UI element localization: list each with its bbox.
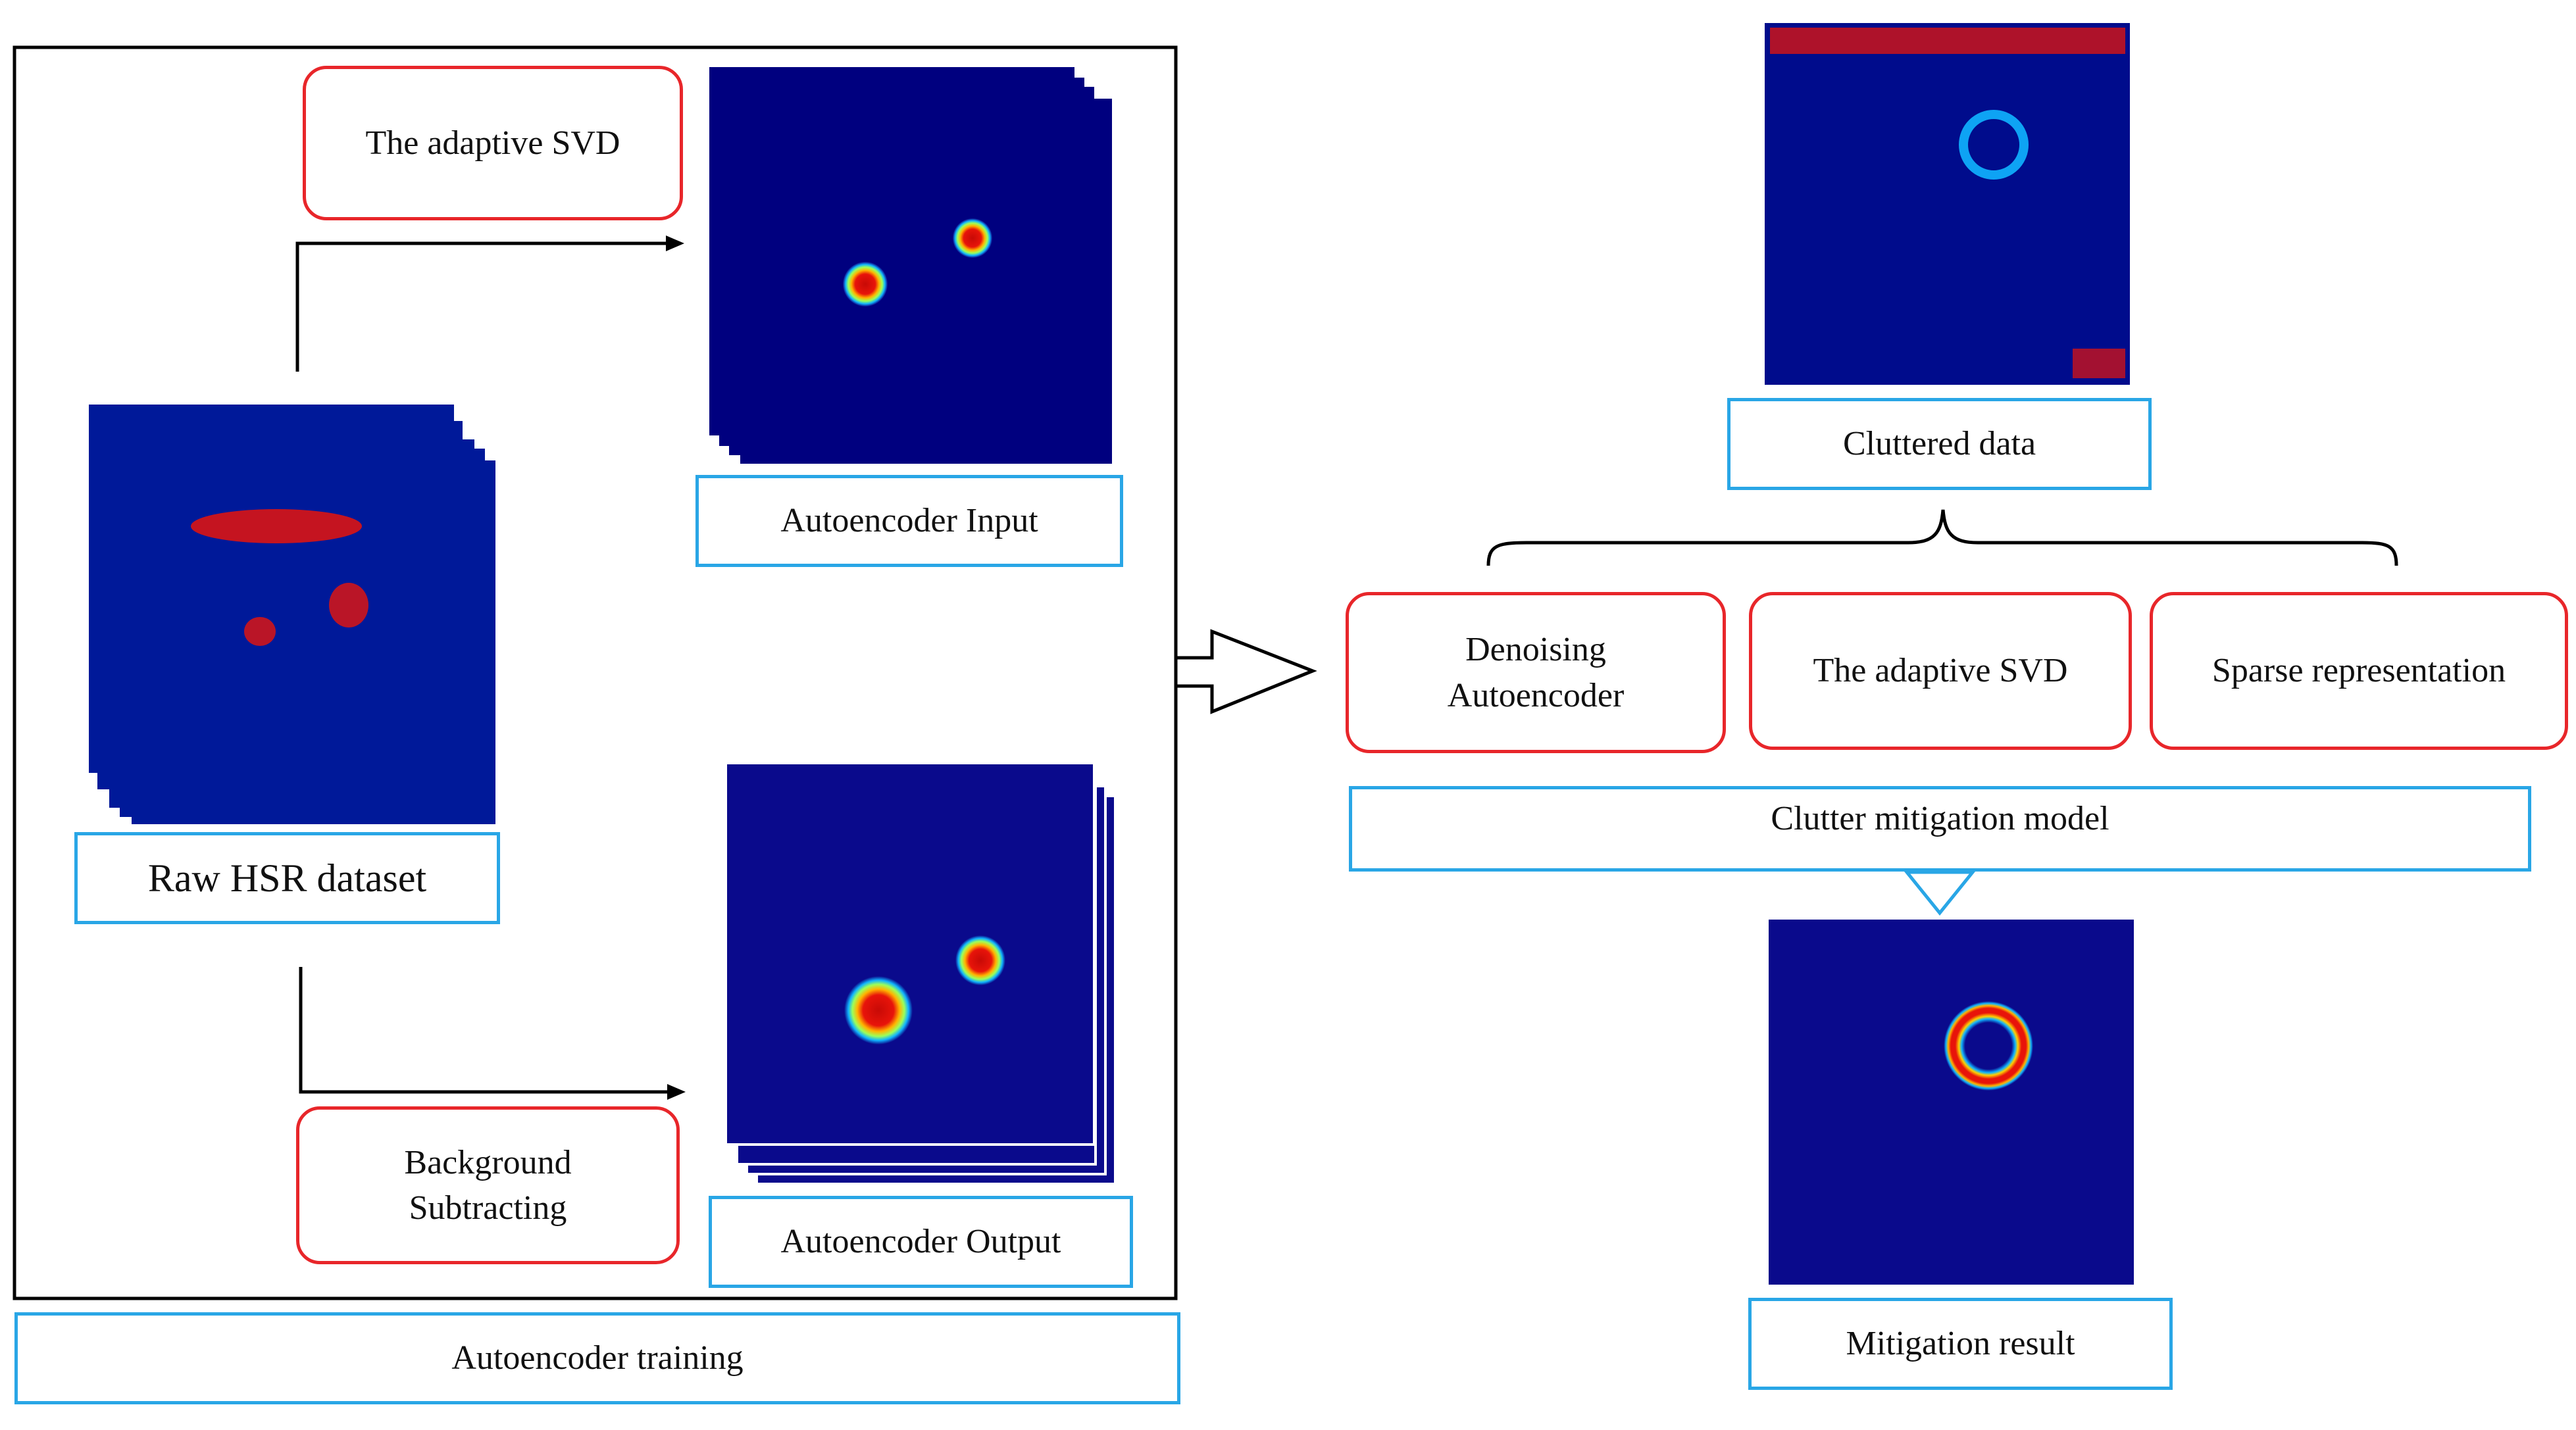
training-caption-box: Autoencoder training [14,1312,1180,1404]
autoencoder-input-image-stack [709,67,1113,465]
bg-subtract-label-line1: Background [404,1143,572,1181]
autoencoder-output-image [724,762,1096,1146]
grouping-brace [1486,509,2398,566]
method-label: Sparse representation [2211,652,2506,690]
big-hollow-arrow [1174,629,1317,714]
down-hollow-arrow [1903,870,1977,916]
svd-step-box: The adaptive SVD [303,66,683,220]
svd-step-label: The adaptive SVD [365,124,620,162]
autoencoder-input-box: Autoencoder Input [695,475,1123,567]
mitigation-result-label: Mitigation result [1846,1325,2075,1363]
bg-subtract-label-line2: Subtracting [409,1189,567,1227]
method-box-denoising-autoencoder: Denoising Autoencoder [1346,592,1726,753]
autoencoder-output-box: Autoencoder Output [709,1196,1133,1288]
raw-hsr-label: Raw HSR dataset [147,856,427,900]
connector-to-bg-subtract [299,967,670,1094]
autoencoder-output-label: Autoencoder Output [780,1223,1061,1261]
clutter-model-box: Clutter mitigation model [1349,786,2531,872]
autoencoder-input-label: Autoencoder Input [780,502,1038,540]
arrowhead-to-input [666,235,684,251]
cluttered-data-image [1765,23,2130,385]
method-box-adaptive-svd: The adaptive SVD [1749,592,2132,750]
connector-to-svd [295,241,668,372]
raw-hsr-image-stack [89,405,497,826]
method-label-line2: Autoencoder [1447,676,1625,714]
cluttered-data-box: Cluttered data [1727,398,2152,490]
method-label-line1: Denoising [1465,631,1606,669]
bg-subtract-step-box: Background Subtracting [296,1106,680,1264]
mitigation-result-image [1769,920,2134,1285]
training-caption: Autoencoder training [451,1339,744,1377]
autoencoder-input-image [739,97,1113,465]
cluttered-data-label: Cluttered data [1842,425,2036,463]
raw-hsr-box: Raw HSR dataset [74,832,500,924]
autoencoder-output-image-stack [724,762,1117,1185]
arrowhead-to-output [667,1084,686,1100]
method-box-sparse-representation: Sparse representation [2150,592,2568,750]
clutter-model-label: Clutter mitigation model [1771,800,2109,837]
mitigation-result-box: Mitigation result [1748,1298,2173,1390]
raw-hsr-image [130,459,497,826]
method-label: The adaptive SVD [1813,652,2068,690]
